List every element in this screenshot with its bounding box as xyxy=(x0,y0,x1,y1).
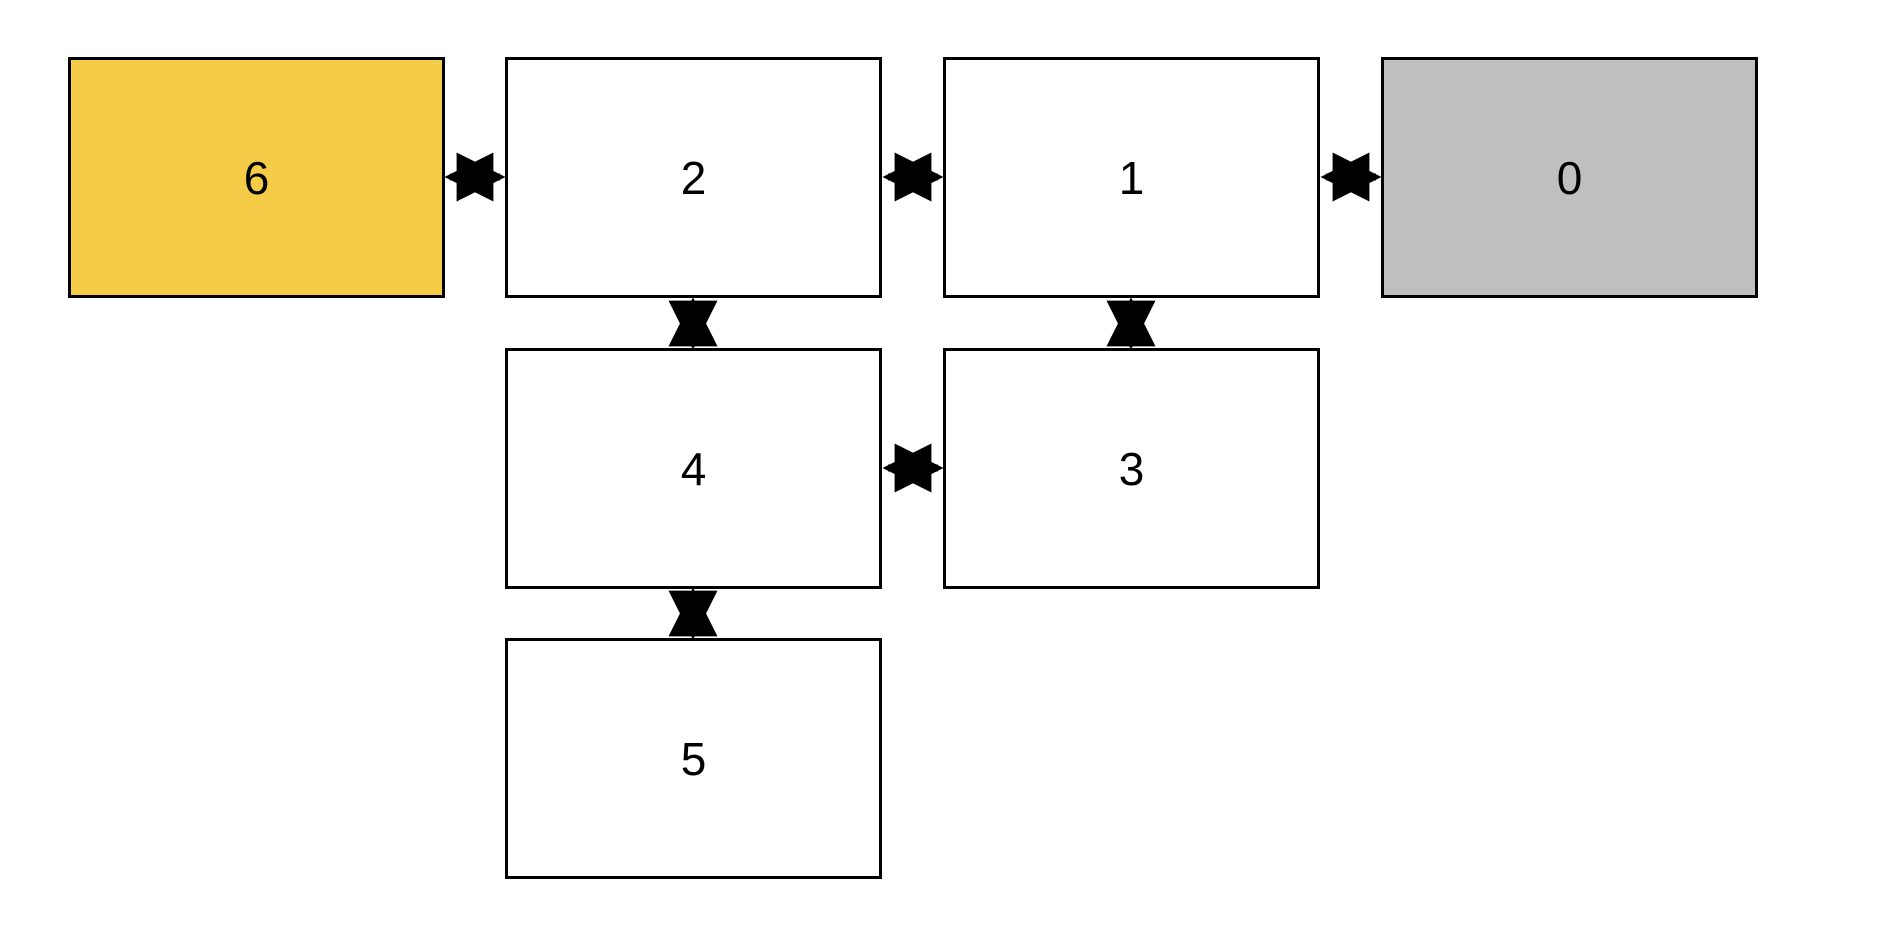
node-0[interactable]: 0 xyxy=(1381,57,1758,298)
node-label-4: 4 xyxy=(680,442,707,495)
node-6[interactable]: 6 xyxy=(68,57,445,298)
node-1[interactable]: 1 xyxy=(943,57,1320,298)
node-5[interactable]: 5 xyxy=(505,638,882,879)
node-label-0: 0 xyxy=(1556,151,1583,204)
node-2[interactable]: 2 xyxy=(505,57,882,298)
node-4[interactable]: 4 xyxy=(505,348,882,589)
node-label-6: 6 xyxy=(243,151,270,204)
node-label-2: 2 xyxy=(680,151,707,204)
node-label-1: 1 xyxy=(1118,151,1145,204)
node-3[interactable]: 3 xyxy=(943,348,1320,589)
node-label-5: 5 xyxy=(680,732,707,785)
node-label-3: 3 xyxy=(1118,442,1145,495)
